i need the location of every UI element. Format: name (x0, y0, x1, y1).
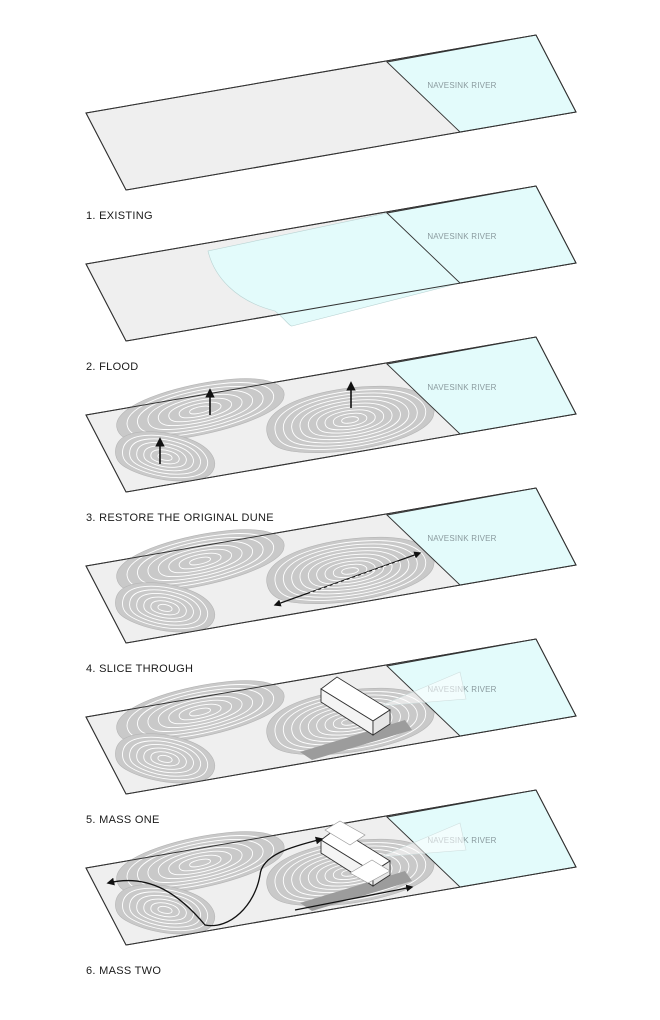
flood-water (207, 212, 461, 327)
dune-contour-upper-left (116, 529, 285, 593)
dune-contour-right (266, 385, 435, 454)
mass-one-volume (320, 676, 391, 736)
dune-contour-lower-left (115, 582, 215, 633)
view-cone (379, 671, 467, 707)
dune-contour-lower-left (115, 884, 215, 935)
circulation-arrow-straight (294, 884, 414, 911)
river-label: NAVESINK RIVER (427, 81, 496, 90)
river-label: NAVESINK RIVER (427, 534, 496, 543)
panel-step-2: NAVESINK RIVER (85, 185, 577, 342)
panel-step-5: NAVESINK RIVER (85, 638, 577, 795)
river-label: NAVESINK RIVER (427, 232, 496, 241)
caption-step-3: 3. RESTORE THE ORIGINAL DUNE (86, 512, 274, 524)
panel-step-4: NAVESINK RIVER (85, 487, 577, 644)
panel-step-3: NAVESINK RIVER (85, 336, 577, 493)
site-outline (85, 789, 577, 946)
site-outline (85, 185, 577, 342)
mass-two-volume (324, 820, 391, 884)
site-outline (85, 487, 577, 644)
view-cone (379, 822, 467, 858)
dune-contour-lower-left (115, 733, 215, 784)
caption-step-5: 5. MASS ONE (86, 814, 160, 826)
site-outline (85, 336, 577, 493)
caption-step-2: 2. FLOOD (86, 361, 139, 373)
site-outline (85, 34, 577, 191)
caption-step-1: 1. EXISTING (86, 210, 153, 222)
river-label: NAVESINK RIVER (427, 383, 496, 392)
panel-step-6: NAVESINK RIVER (85, 789, 577, 946)
slice-dash-line (309, 560, 401, 594)
panel-step-1: NAVESINK RIVER (85, 34, 577, 191)
dune-field (115, 378, 435, 482)
caption-step-4: 4. SLICE THROUGH (86, 663, 194, 675)
slice-cut (300, 720, 412, 760)
dune-field (115, 680, 435, 784)
slice-cut (300, 871, 412, 911)
site-outline (85, 638, 577, 795)
slice-through-arrow (273, 551, 422, 607)
caption-step-6: 6. MASS TWO (86, 965, 162, 977)
circulation-arrow-curved (106, 836, 324, 927)
